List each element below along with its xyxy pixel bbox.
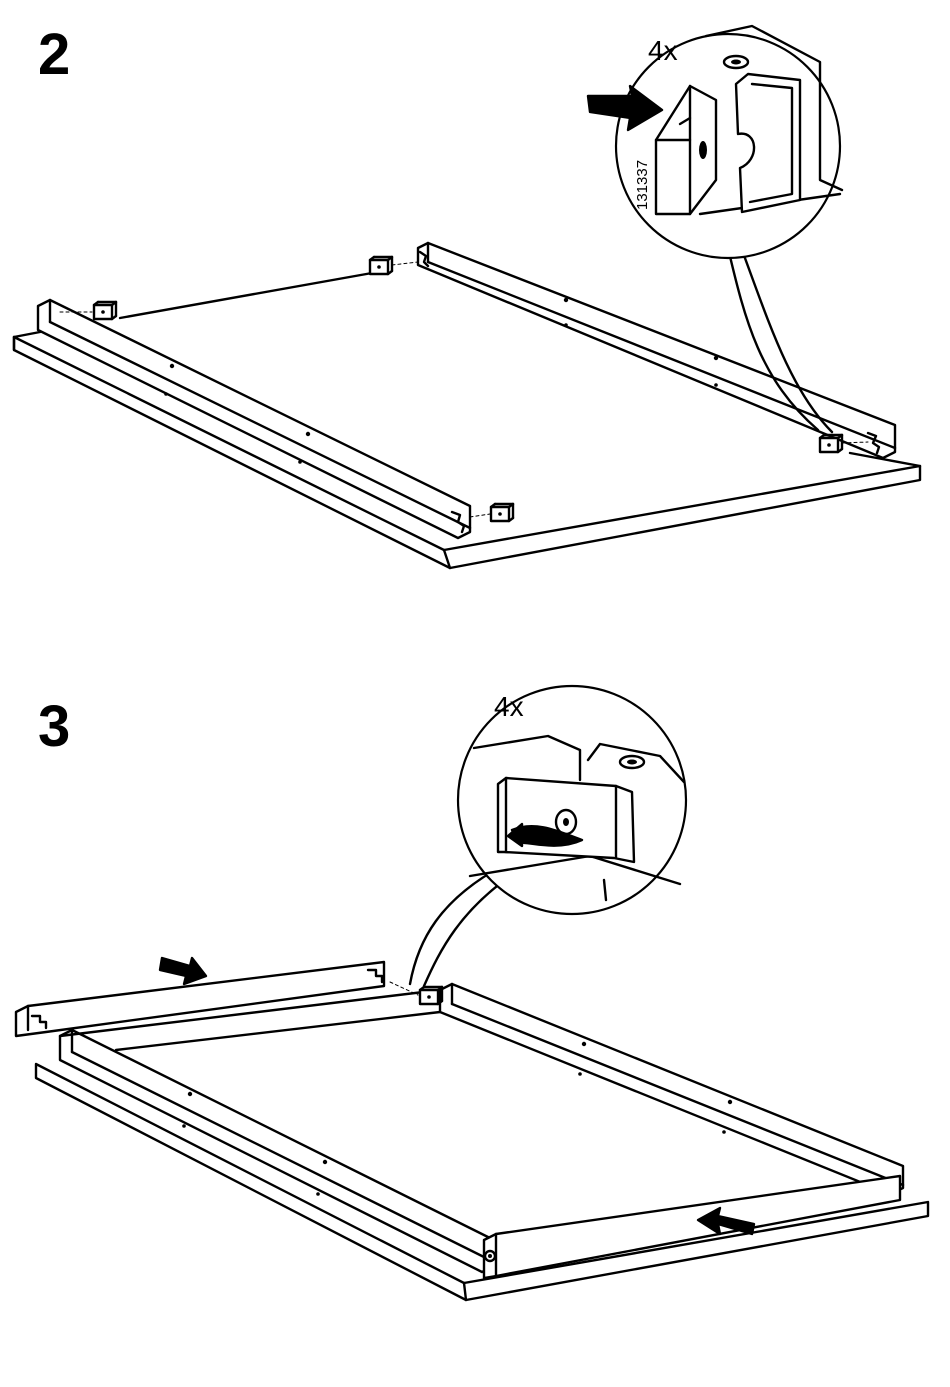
step-3-illustration: 4x (16, 686, 928, 1300)
far-rail (440, 984, 903, 1194)
back-rail (418, 243, 895, 458)
quantity-label-step-3: 4x (494, 691, 524, 722)
step-2-illustration: 4x 131337 (14, 26, 920, 568)
near-rail (60, 1030, 494, 1272)
quantity-label-step-2: 4x (648, 35, 678, 66)
detail-callout-step-2 (588, 26, 842, 258)
slide-arrow-left (160, 958, 206, 984)
detail-callout-step-3 (458, 686, 686, 914)
front-rail (38, 300, 470, 538)
part-number-label: 131337 (634, 160, 651, 210)
